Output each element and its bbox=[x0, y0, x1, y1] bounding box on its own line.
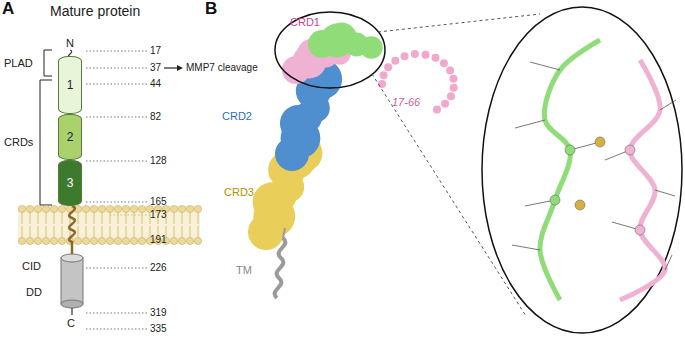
lipid bbox=[58, 205, 65, 244]
title: Mature protein bbox=[50, 4, 140, 19]
residue-number: 165 bbox=[150, 196, 167, 207]
panel-letter: B bbox=[205, 0, 217, 19]
lipid bbox=[170, 205, 177, 244]
residue-number: 128 bbox=[150, 155, 167, 166]
residue-number: 44 bbox=[150, 78, 161, 89]
residue-number: 37 bbox=[150, 62, 161, 73]
domain-name: CID bbox=[22, 260, 41, 272]
peptide-chain bbox=[378, 50, 458, 113]
segment-label: 17-66 bbox=[392, 96, 420, 108]
domain-number: 2 bbox=[67, 131, 74, 143]
residue-number: 173 bbox=[150, 209, 167, 220]
lipid bbox=[194, 205, 201, 244]
plad-bracket bbox=[44, 50, 52, 76]
terminus: N bbox=[66, 37, 74, 49]
domain-cylinder: 3 bbox=[58, 160, 82, 206]
lipid bbox=[122, 205, 129, 244]
lipid bbox=[186, 205, 193, 244]
linker bbox=[283, 228, 285, 238]
domain-name: TM bbox=[236, 264, 252, 276]
domain-name: CRD1 bbox=[290, 16, 320, 28]
residue-number: 319 bbox=[150, 307, 167, 318]
membrane bbox=[18, 205, 202, 244]
domain-name: DD bbox=[26, 286, 42, 298]
domain-number: 3 bbox=[67, 177, 74, 189]
terminus: C bbox=[67, 317, 75, 329]
residue-number: 226 bbox=[150, 262, 167, 273]
lipid bbox=[106, 205, 113, 244]
domain-name: CRDs bbox=[4, 136, 33, 148]
tm-helix bbox=[69, 206, 75, 255]
zoom-panel bbox=[482, 7, 682, 333]
lipid bbox=[26, 205, 33, 244]
lipid bbox=[178, 205, 185, 244]
lipid bbox=[34, 205, 41, 244]
residue-number: 191 bbox=[150, 234, 167, 245]
residue-number: 17 bbox=[150, 45, 161, 56]
lipid bbox=[74, 205, 81, 244]
annotation: MMP7 cleavage bbox=[186, 62, 258, 73]
residue-number: 335 bbox=[150, 323, 167, 334]
lipid bbox=[42, 205, 49, 244]
zoom-circle bbox=[275, 12, 385, 88]
domain-name: CRD2 bbox=[222, 110, 252, 122]
ribbon-model bbox=[512, 40, 676, 300]
lipid bbox=[138, 205, 145, 244]
position-lines bbox=[86, 51, 150, 329]
lipid bbox=[90, 205, 97, 244]
domain-cylinder: 2 bbox=[58, 114, 82, 160]
lipid bbox=[18, 205, 25, 244]
intracellular-domain bbox=[61, 254, 83, 315]
crds-bracket bbox=[40, 80, 52, 205]
lipid bbox=[130, 205, 137, 244]
residue-number: 82 bbox=[150, 111, 161, 122]
lipid bbox=[114, 205, 121, 244]
domain-number: 1 bbox=[67, 79, 74, 91]
lipid bbox=[82, 205, 89, 244]
domain-cylinder: 1 bbox=[58, 56, 82, 114]
domain-name: CRD3 bbox=[224, 186, 254, 198]
cleavage-arrow bbox=[164, 65, 183, 71]
panel-letter: A bbox=[2, 0, 14, 19]
lipid bbox=[50, 205, 57, 244]
tm-helix-b bbox=[275, 238, 286, 298]
protein-surface bbox=[248, 23, 383, 250]
lipid bbox=[98, 205, 105, 244]
domain-name: PLAD bbox=[4, 57, 33, 69]
